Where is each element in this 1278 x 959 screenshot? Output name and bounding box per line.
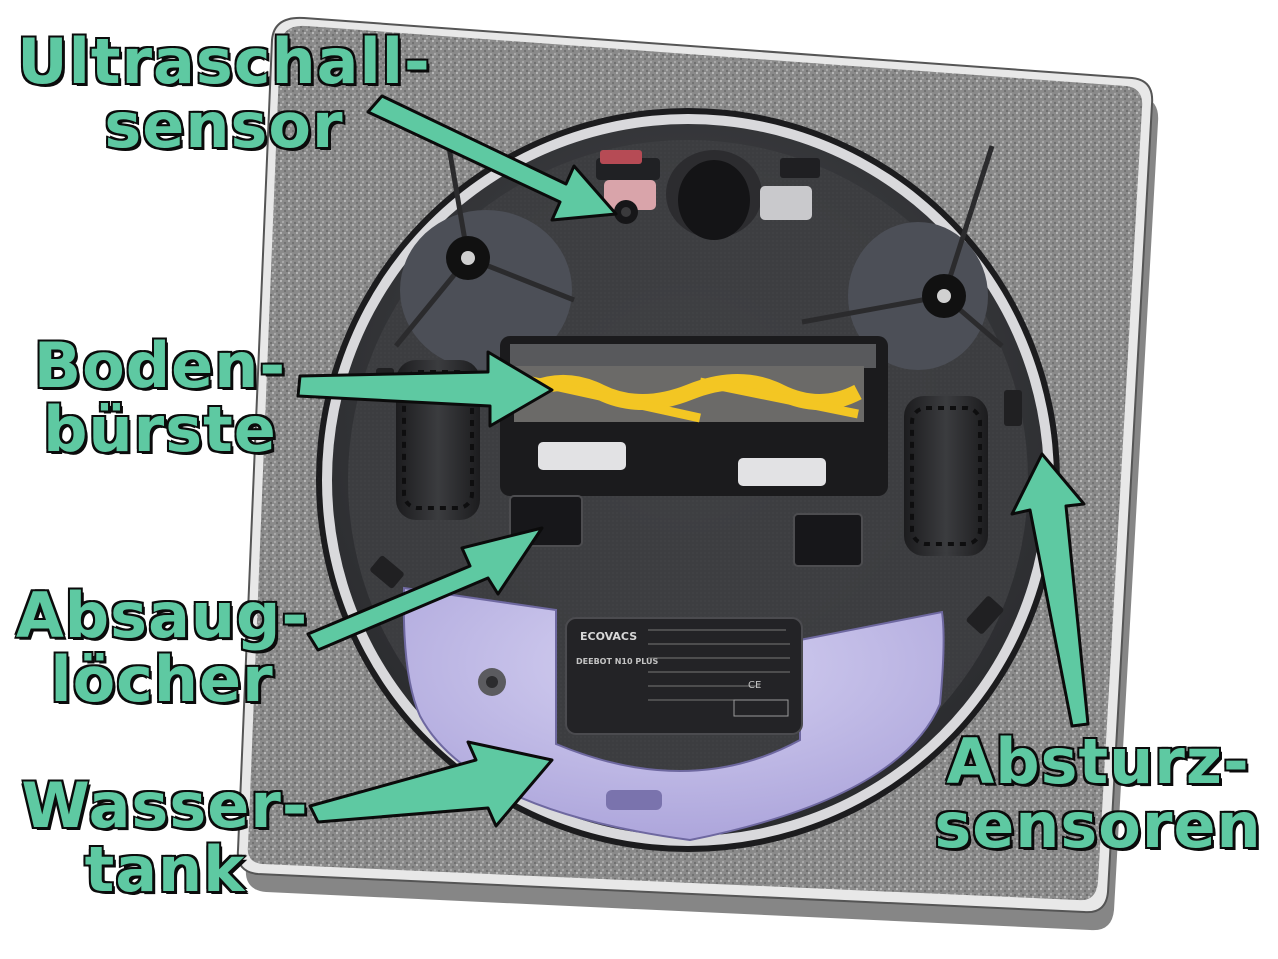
model-text: DEEBOT N10 PLUS [576, 657, 658, 666]
label-line: Ultraschall- [16, 25, 431, 98]
side-brush-left [394, 129, 575, 348]
ce-mark: CE [748, 680, 761, 691]
label-absaugloecher: Absaug- löcher [2, 579, 322, 716]
label-bodenbuerste: Boden- bürste [20, 329, 300, 466]
label-ultraschallsensor: Ultraschall- sensor [8, 25, 440, 162]
label-wassertank: Wasser- tank [2, 769, 328, 906]
arrows [296, 94, 1090, 828]
arrow-ultraschall [366, 94, 618, 222]
label-line: Absturz- [945, 725, 1250, 798]
label-line: sensor [103, 89, 344, 162]
brand-plate: ECOVACS DEEBOT N10 PLUS CE [565, 617, 803, 735]
arrow-absaug [306, 526, 544, 652]
label-line: Absaug- [15, 579, 309, 652]
label-line: tank [83, 833, 246, 906]
arrow-boden [296, 350, 554, 428]
label-absturzsensoren: Absturz- sensoren [920, 725, 1276, 862]
arrow-wasser [308, 740, 554, 828]
front-caster [596, 150, 820, 240]
wheel-right [904, 396, 988, 556]
label-line: Boden- [33, 329, 287, 402]
side-brush-right [801, 145, 1004, 348]
label-line: Wasser- [20, 769, 309, 842]
label-line: bürste [42, 393, 277, 466]
label-line: sensoren [933, 789, 1262, 862]
suction-holes [509, 495, 863, 567]
main-brush [500, 336, 888, 496]
label-line: löcher [49, 643, 274, 716]
brand-text: ECOVACS [580, 630, 637, 643]
arrow-absturz [1010, 452, 1090, 728]
